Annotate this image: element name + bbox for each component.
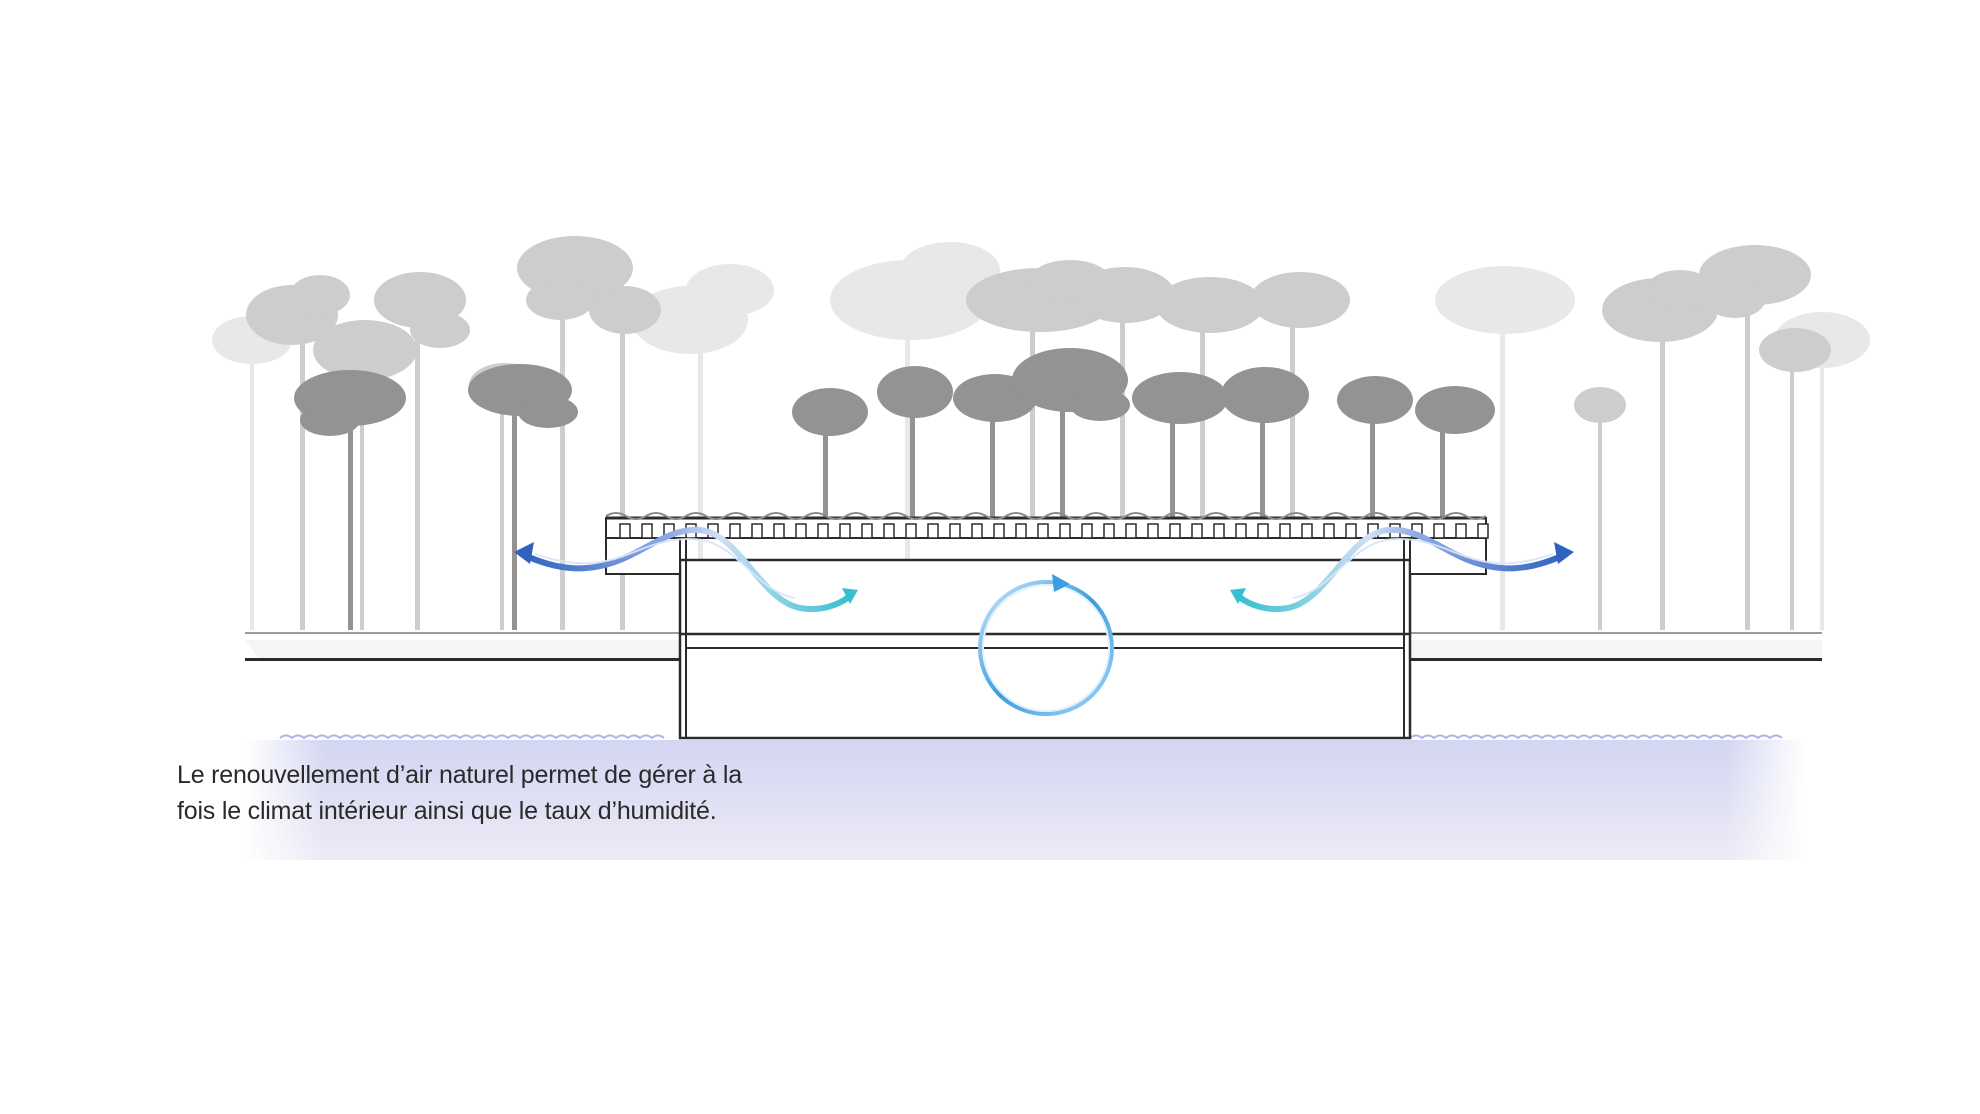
roof-batten [1103, 523, 1115, 539]
groundwater [245, 734, 1805, 860]
tree-icon [1337, 376, 1413, 530]
tree-icon [1132, 372, 1228, 530]
roof-batten [949, 523, 961, 539]
tree-icon [1435, 266, 1575, 630]
roof-batten [1169, 523, 1181, 539]
roof-batten [1279, 523, 1291, 539]
arrowhead [842, 588, 858, 604]
roof-batten [729, 523, 741, 539]
airflow-arrow-icon [1235, 526, 1569, 612]
tree-icon [1574, 387, 1626, 630]
roof-batten [1433, 523, 1445, 539]
tree-icon [374, 272, 470, 630]
tree-icon [1759, 328, 1831, 630]
caption: Le renouvellement d’air naturel permet d… [177, 757, 797, 829]
tree-icon [1602, 270, 1718, 630]
roof-batten [927, 523, 939, 539]
floor-slab [685, 633, 1405, 649]
internal-circulation [978, 574, 1114, 716]
tree-icon [313, 320, 417, 630]
tree-icon [1699, 245, 1811, 630]
roof-batten [817, 523, 829, 539]
roof-batten [1147, 523, 1159, 539]
roof-batten [1301, 523, 1313, 539]
caption-line-1: Le renouvellement d’air naturel permet d… [177, 761, 742, 789]
tree-icon [517, 236, 633, 630]
roof-batten [795, 523, 807, 539]
tree-icon [294, 370, 406, 630]
roof-batten [1235, 523, 1247, 539]
tree-icon [877, 366, 953, 530]
tree-icon [246, 275, 350, 630]
roof-batten [905, 523, 917, 539]
airflow-left [514, 526, 858, 612]
roof-batten [993, 523, 1005, 539]
roof-batten [971, 523, 983, 539]
roof-batten [751, 523, 763, 539]
roof-batten [1015, 523, 1027, 539]
roof-batten [641, 523, 653, 539]
airflow-right [1230, 526, 1574, 612]
tree-icon [589, 286, 661, 630]
trees-mid [246, 236, 1831, 630]
arrowhead [514, 542, 534, 564]
roof-batten [1037, 523, 1049, 539]
roof-batten [619, 523, 631, 539]
tree-icon [212, 316, 292, 630]
roof-batten [1257, 523, 1269, 539]
airflow-arrow-icon [519, 526, 853, 612]
roof-batten [1059, 523, 1071, 539]
tree-icon [792, 388, 868, 530]
roof-batten [839, 523, 851, 539]
roof-batten [1477, 523, 1489, 539]
tree-icon [1415, 386, 1495, 530]
building-section [605, 512, 1489, 740]
roof-batten [1081, 523, 1093, 539]
tree-icon [632, 264, 774, 630]
arrowhead [1230, 588, 1246, 604]
trees-near [294, 348, 1495, 630]
roof-batten [1455, 523, 1467, 539]
roof-batten [1323, 523, 1335, 539]
roof-batten [883, 523, 895, 539]
tree-icon [1012, 348, 1130, 530]
arrowhead [1554, 542, 1574, 564]
roof-batten [773, 523, 785, 539]
caption-line-2: fois le climat intérieur ainsi que le ta… [177, 797, 717, 825]
tree-icon [1221, 367, 1309, 530]
tree-icon [468, 364, 578, 630]
arrowhead [1052, 574, 1070, 592]
circulation-arrow-icon [978, 580, 1114, 716]
roof-batten [1125, 523, 1137, 539]
tree-icon [830, 242, 1000, 630]
roof-batten [1345, 523, 1357, 539]
roof-batten [861, 523, 873, 539]
roof-batten [1213, 523, 1225, 539]
roof-batten [1191, 523, 1203, 539]
